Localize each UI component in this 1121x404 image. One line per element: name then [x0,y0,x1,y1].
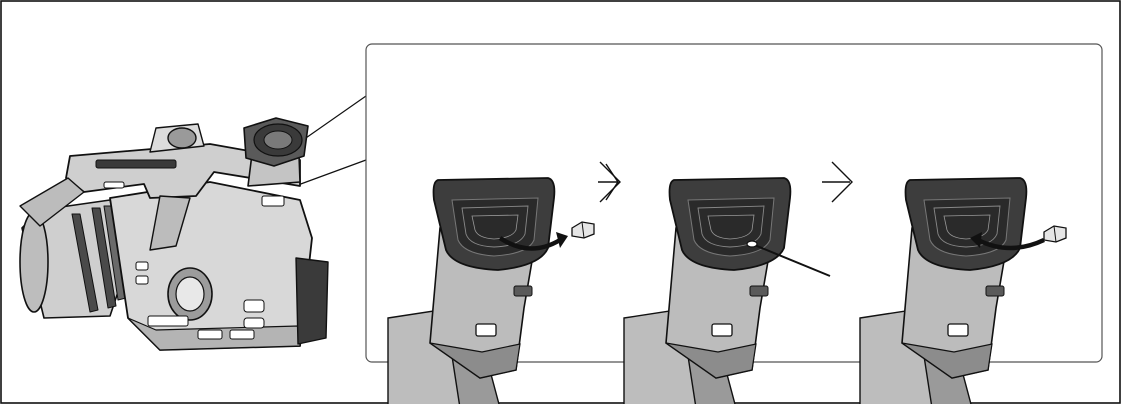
maintenance-diagram [0,0,1121,404]
